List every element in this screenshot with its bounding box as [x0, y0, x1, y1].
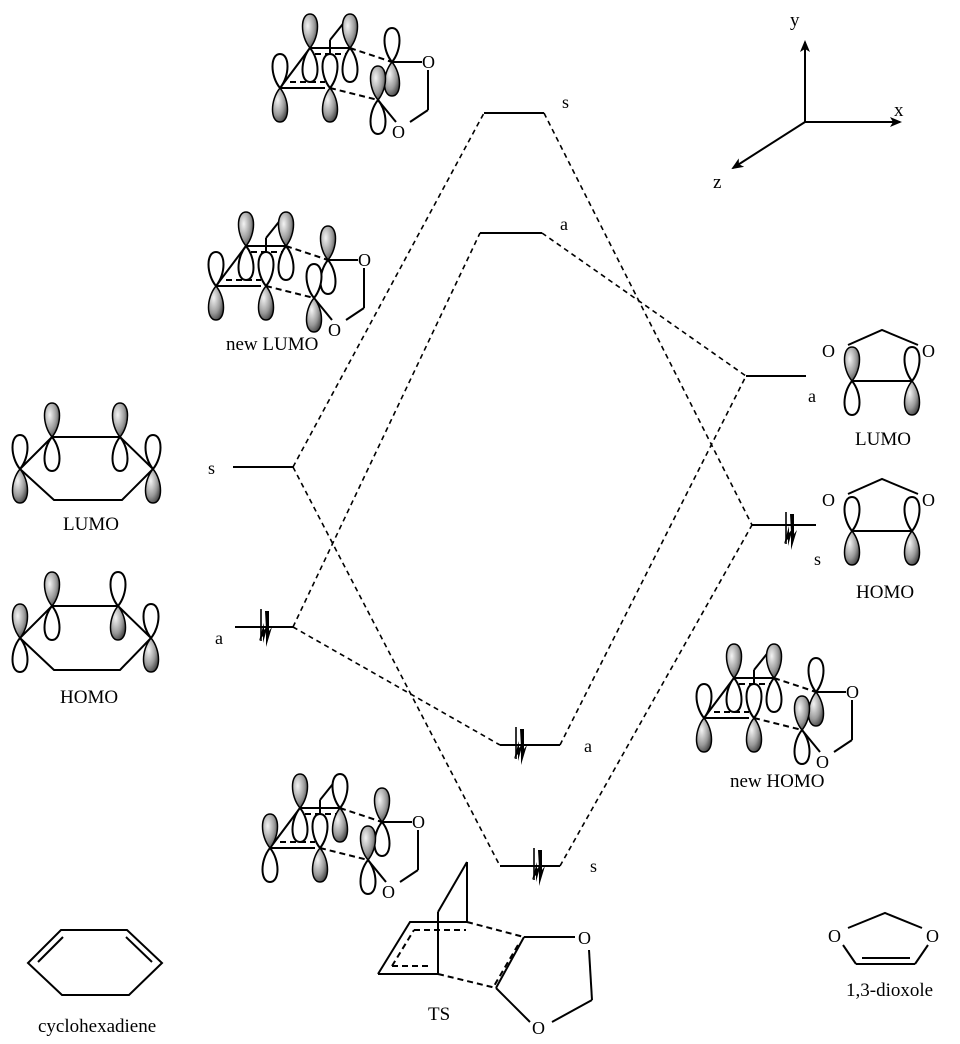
- oxygen-label: O: [392, 122, 405, 142]
- dioxole-label: 1,3-dioxole: [846, 980, 933, 1001]
- ts-orbital-s-bottom: O O: [261, 773, 425, 902]
- corr-left-lumo-to-ts-s-top: [292, 112, 485, 468]
- symmetry-label: s: [590, 856, 597, 876]
- cyclohexadiene-label: cyclohexadiene: [38, 1016, 156, 1037]
- orbital-label: LUMO: [855, 429, 911, 450]
- oxygen-label: O: [532, 1018, 545, 1038]
- symmetry-label: s: [208, 458, 215, 478]
- oxygen-label: O: [422, 52, 435, 72]
- ts-orbital-s-top: O O: [271, 13, 435, 142]
- oxygen-label: O: [816, 752, 829, 772]
- symmetry-label: a: [808, 386, 816, 406]
- symmetry-label: a: [560, 214, 568, 234]
- orbital-label: HOMO: [856, 582, 914, 603]
- corr-right-homo-to-ts-s-top: [543, 112, 753, 526]
- oxygen-label: O: [328, 320, 341, 340]
- corr-left-homo-to-ts-a-homo: [292, 626, 501, 746]
- dioxole-homo-orbital: O O HOMO: [822, 477, 935, 603]
- oxygen-label: O: [822, 341, 835, 361]
- oxygen-label: O: [846, 682, 859, 702]
- corr-right-lumo-to-ts-a-lumo: [541, 232, 747, 377]
- symmetry-label: a: [215, 628, 223, 648]
- dioxole-structure: O O 1,3-dioxole: [828, 911, 939, 1001]
- y-axis-label: y: [790, 10, 800, 31]
- oxygen-label: O: [922, 341, 935, 361]
- symmetry-label: s: [814, 549, 821, 569]
- cyclohexadiene-structure: cyclohexadiene: [26, 929, 164, 1037]
- ts-structure: O O TS: [377, 861, 593, 1038]
- orbital-label: HOMO: [60, 687, 118, 708]
- energy-levels: s a a s s a a s: [208, 92, 821, 887]
- oxygen-label: O: [578, 928, 591, 948]
- ts-orbital-new-homo: O O: [695, 643, 859, 772]
- cyclohexadiene-lumo-orbital: LUMO: [11, 402, 162, 535]
- z-axis-arrow: [731, 121, 806, 170]
- x-axis-label: x: [894, 100, 904, 121]
- orbital-label: LUMO: [63, 514, 119, 535]
- corr-right-lumo-to-ts-a-homo: [559, 375, 747, 746]
- oxygen-label: O: [922, 490, 935, 510]
- oxygen-label: O: [382, 882, 395, 902]
- z-axis-label: z: [713, 172, 721, 193]
- symmetry-label: a: [584, 736, 592, 756]
- axis-triad: y x z: [713, 10, 904, 193]
- correlation-lines: [292, 112, 753, 867]
- ts-label: TS: [428, 1004, 450, 1025]
- new-homo-label: new HOMO: [730, 771, 824, 792]
- oxygen-label: O: [412, 812, 425, 832]
- oxygen-label: O: [926, 926, 939, 946]
- corr-left-homo-to-ts-a-lumo: [292, 232, 481, 628]
- corr-left-lumo-to-ts-s-bottom: [292, 466, 501, 867]
- ts-orbital-new-lumo: O O: [207, 211, 371, 340]
- oxygen-label: O: [828, 926, 841, 946]
- new-lumo-label: new LUMO: [226, 334, 318, 355]
- corr-right-homo-to-ts-s-bottom: [559, 524, 753, 867]
- symmetry-label: s: [562, 92, 569, 112]
- oxygen-label: O: [358, 250, 371, 270]
- dioxole-lumo-orbital: O O LUMO: [822, 328, 935, 450]
- electron-pair-icon: [783, 511, 798, 551]
- oxygen-label: O: [822, 490, 835, 510]
- cyclohexadiene-homo-orbital: HOMO: [11, 571, 160, 708]
